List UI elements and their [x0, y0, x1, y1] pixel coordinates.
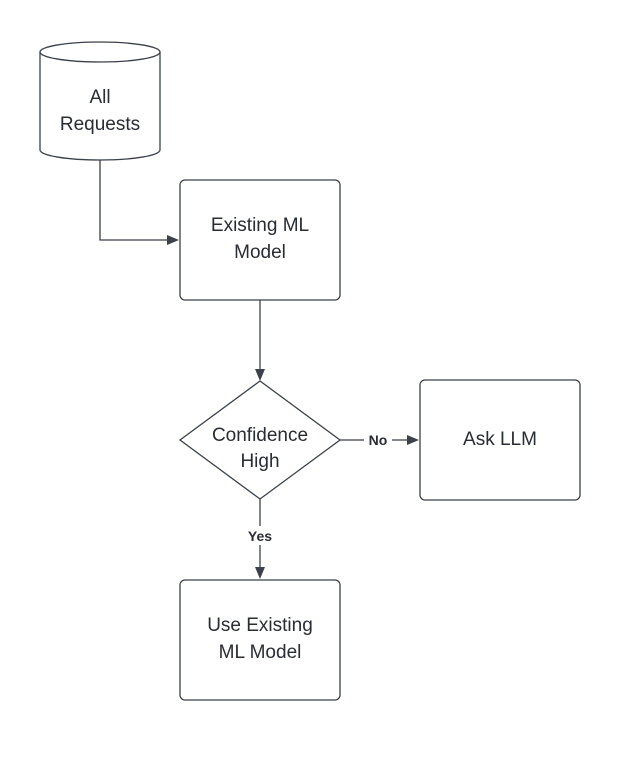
arrowhead-model-to-decision	[255, 369, 265, 381]
ask-llm-label: Ask LLM	[463, 429, 537, 450]
all-requests-label-line2: Requests	[60, 114, 140, 135]
edge-label-no-group: No	[364, 430, 392, 449]
arrowhead-requests-to-model	[167, 235, 179, 245]
all-requests-label-line1: All	[89, 87, 110, 108]
confidence-high-label-line1: Confidence	[212, 425, 308, 446]
arrowhead-decision-to-llm	[407, 435, 419, 445]
use-existing-label-line2: ML Model	[219, 642, 302, 663]
ask-llm-node: Ask LLM	[419, 379, 581, 501]
existing-ml-model-label-line2: Model	[234, 242, 286, 263]
edge-label-yes: Yes	[248, 528, 272, 544]
all-requests-database-node: All Requests	[39, 41, 161, 161]
edge-label-no: No	[369, 432, 388, 448]
existing-ml-model-node: Existing ML Model	[179, 179, 341, 301]
confidence-high-decision-node: Confidence High	[178, 380, 342, 500]
use-existing-label-line1: Use Existing	[207, 615, 313, 636]
existing-ml-model-label-line1: Existing ML	[211, 215, 309, 236]
edge-label-yes-group: Yes	[243, 526, 277, 545]
connector-requests-to-model	[99, 160, 168, 241]
confidence-high-label-line2: High	[240, 451, 279, 472]
arrowhead-decision-to-use-existing	[255, 567, 265, 579]
use-existing-ml-model-node: Use Existing ML Model	[179, 579, 341, 701]
